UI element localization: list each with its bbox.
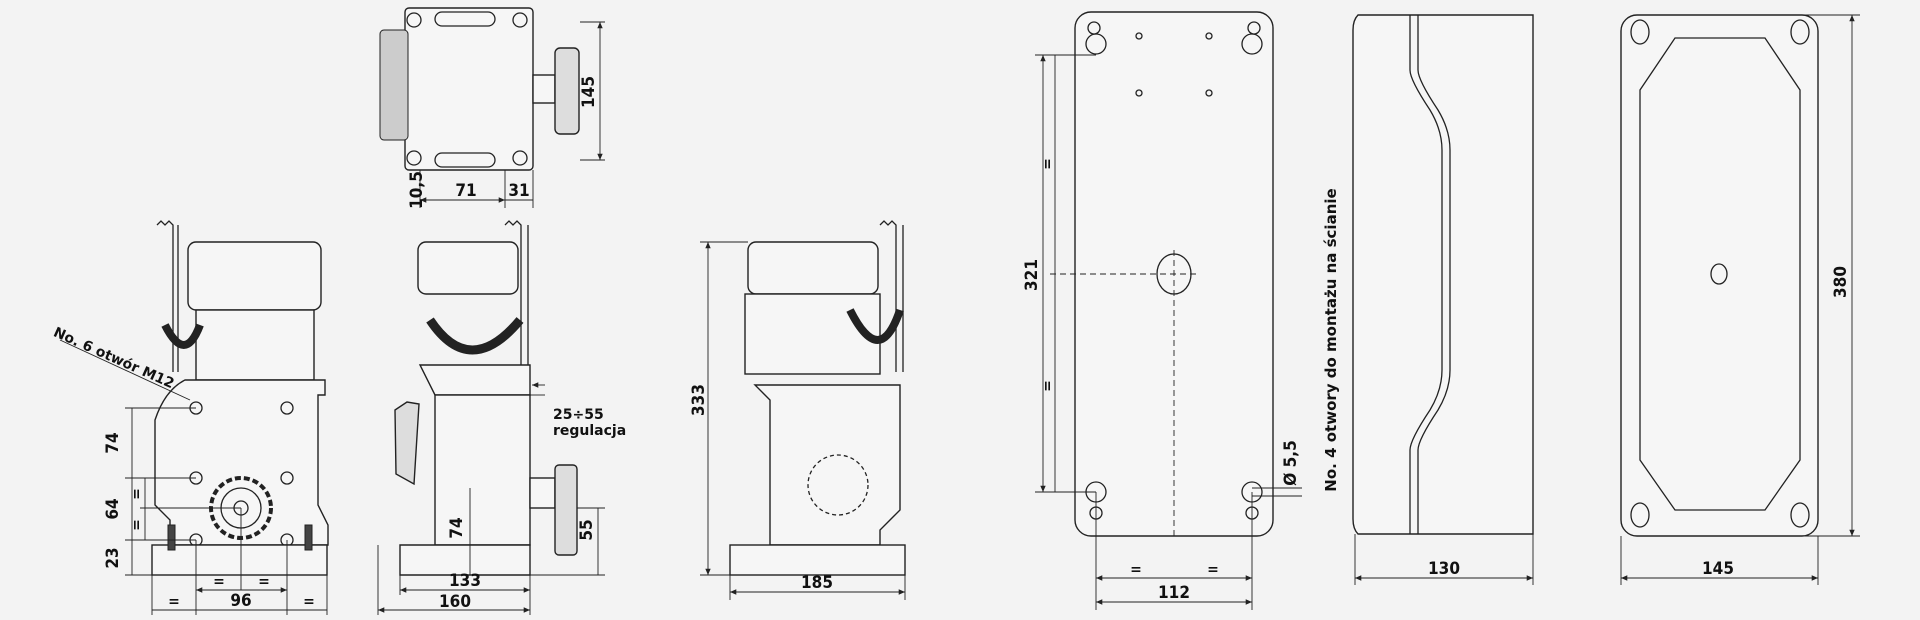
dim-160-label: 160 [439,592,471,612]
dim-23-label: 23 [103,547,123,568]
dim-31-label: 31 [508,181,529,201]
dim-145-cover-label: 145 [1702,559,1734,579]
rear-view: 333 185 [689,220,906,600]
dim-130-label: 130 [1428,559,1460,579]
dim-185-label: 185 [801,573,833,593]
callout-m12-holes: No. 6 otwór M12 [51,325,176,393]
dim-96-label: 96 [230,591,251,611]
cover-front-view: 380 145 [1620,14,1860,585]
adjust-label: regulacja [553,423,626,439]
dim-145-label: 145 [579,76,599,108]
dim-74-side-label: 74 [447,517,467,538]
dim-380-label: 380 [1831,266,1851,298]
eq-h4: = [303,594,315,610]
eq-h3: = [168,594,180,610]
eq-bottom: = [1040,380,1056,392]
eq-top: = [1040,158,1056,170]
dim-321-label: 321 [1022,259,1042,291]
dim-10-5-label: 10,5 [407,171,427,209]
eq-h2: = [258,574,270,590]
eq-h1: = [213,574,225,590]
dim-71-label: 71 [455,181,476,201]
dim-133-label: 133 [449,571,481,591]
eq-left: = [1130,562,1142,578]
mounting-holes-note: No. 4 otwory do montażu na ścianie [1322,188,1340,491]
cover-side-view: 130 [1352,14,1534,585]
dim-55-label: 55 [577,519,597,540]
dim-112-label: 112 [1158,583,1190,603]
eq-v1: = [129,488,145,500]
dim-64-label: 64 [103,498,123,519]
top-view: 145 71 31 10,5 [379,7,605,209]
eq-v2: = [129,519,145,531]
hole-diameter-label: Ø 5,5 [1281,440,1301,485]
base-plate-view: 321 = = Ø 5,5 No. 4 otwory do montażu na… [1022,11,1340,610]
dim-74-label: 74 [103,432,123,453]
adjust-range-label: 25÷55 [553,407,604,423]
eq-right: = [1207,562,1219,578]
dim-333-label: 333 [689,384,709,416]
side-view: 25÷55 regulacja 74 55 133 160 [377,220,626,615]
front-view: No. 6 otwór M12 74 64 23 = = = = = 96 = [51,220,329,615]
